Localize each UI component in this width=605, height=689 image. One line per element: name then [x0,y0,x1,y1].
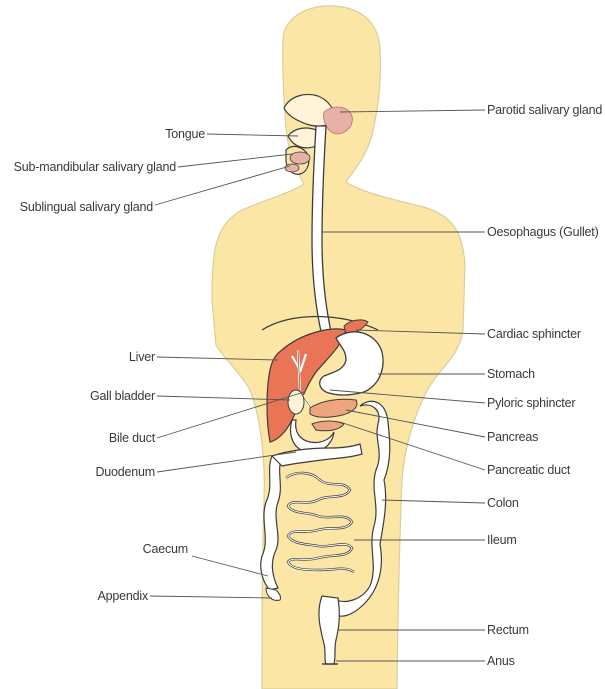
label-cardiac-sphincter: Cardiac sphincter [487,327,581,341]
label-pancreas: Pancreas [487,430,538,444]
label-colon: Colon [487,496,519,510]
label-sublingual-gland: Sublingual salivary gland [20,200,153,214]
label-bile-duct: Bile duct [109,431,155,445]
label-submandibular-gland: Sub-mandibular salivary gland [14,160,176,174]
label-oesophagus: Oesophagus (Gullet) [487,225,599,239]
label-gall-bladder: Gall bladder [90,389,155,403]
label-liver: Liver [129,350,155,364]
submandibular-gland [290,152,310,164]
sublingual-gland [285,164,299,172]
label-tongue: Tongue [165,127,205,141]
label-rectum: Rectum [487,623,529,637]
label-appendix: Appendix [97,589,148,603]
label-duodenum: Duodenum [95,465,155,479]
label-parotid-gland: Parotid salivary gland [487,103,602,117]
label-stomach: Stomach [487,367,535,381]
label-caecum: Caecum [143,542,188,556]
label-pyloric-sphincter: Pyloric sphincter [487,396,575,410]
gall-bladder-organ [288,390,304,414]
label-anus: Anus [487,654,515,668]
label-ileum: Ileum [487,533,517,547]
label-pancreatic-duct: Pancreatic duct [487,463,570,477]
